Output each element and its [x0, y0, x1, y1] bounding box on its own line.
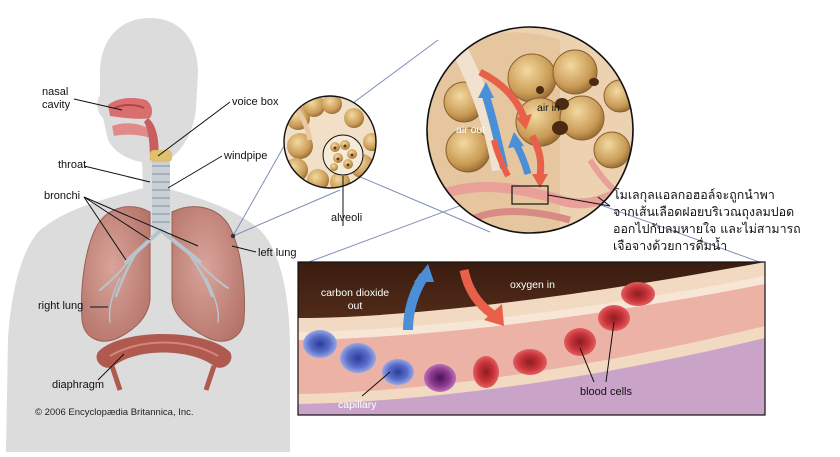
note-line: จากเส้นเลือดฝอยบริเวณถุงลมปอด — [613, 204, 795, 219]
oxygen-in-label: oxygen in — [510, 279, 555, 291]
diaphragm-art — [96, 334, 232, 391]
bronchi-label: bronchi — [44, 190, 81, 202]
alveolus-detail-circle — [426, 26, 634, 234]
note-line: โมเลกุลแอลกอฮอล์จะถูกนำพา — [613, 187, 775, 202]
note-line: เจือจางด้วยการดื่มน้ำ — [613, 238, 728, 253]
lung-zoom-point — [230, 233, 236, 239]
capillary-detail-panel — [297, 176, 766, 416]
left-lung-art — [171, 206, 245, 342]
copyright-notice: © 2006 Encyclopædia Britannica, Inc. — [35, 407, 194, 418]
right-lung-label: right lung — [38, 300, 84, 312]
blood-cells-label: blood cells — [580, 386, 632, 398]
label-leader-lines — [73, 98, 257, 381]
note-leader-lines — [547, 194, 611, 207]
windpipe-label: windpipe — [224, 150, 268, 162]
air-out-label: air out — [456, 124, 486, 136]
windpipe-art — [150, 150, 172, 232]
alveoli-label: alveoli — [331, 212, 363, 224]
voice-box-label: voice box — [232, 96, 279, 108]
alcohol-note: โมเลกุลแอลกอฮอล์จะถูกนำพา จากเส้นเลือดฝอ… — [613, 186, 835, 254]
air-in-label: air in — [537, 102, 560, 114]
diaphragm-label: diaphragm — [52, 379, 104, 391]
alveoli-cluster-circle — [283, 95, 377, 189]
left-lung-label: left lung — [258, 247, 297, 259]
throat-label: throat — [58, 159, 87, 171]
blood-cells-art — [303, 282, 655, 392]
oxygen-in-arrow — [459, 268, 495, 318]
bronchi-art — [99, 228, 229, 323]
nasal-cavity-art — [108, 97, 159, 160]
capillary-label: capillary — [338, 399, 377, 411]
note-line: ออกไปกับลมหายใจ และไม่สามารถ — [613, 221, 801, 236]
